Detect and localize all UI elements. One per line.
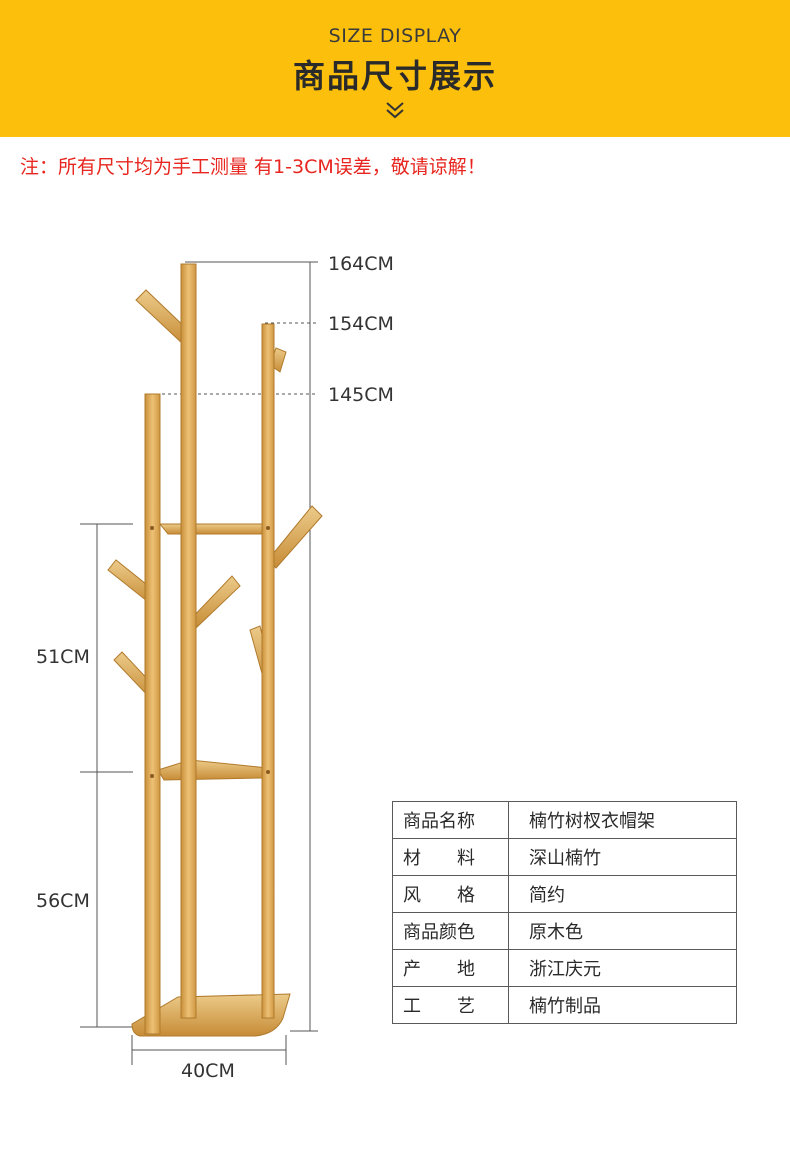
spec-label: 风 格 [392, 875, 509, 913]
upper-shelf [158, 523, 272, 535]
table-row: 材 料 深山楠竹 [392, 838, 737, 876]
rack-post-right [261, 323, 275, 1019]
height-145-label: 145CM [328, 384, 394, 406]
spec-value: 原木色 [508, 912, 737, 950]
banner-subtitle: SIZE DISPLAY [328, 25, 462, 47]
double-chevron-down-icon [386, 102, 404, 119]
lower-shelf [157, 759, 269, 781]
table-row: 商品颜色 原木色 [392, 912, 737, 950]
table-row: 工 艺 楠竹制品 [392, 986, 737, 1024]
spec-label: 材 料 [392, 838, 509, 876]
dimension-lines [80, 261, 318, 1065]
rack-branches [107, 289, 323, 701]
height-51-label: 51CM [36, 646, 90, 668]
spec-label: 工 艺 [392, 986, 509, 1024]
height-154-label: 154CM [328, 313, 394, 335]
spec-value: 楠竹制品 [508, 986, 737, 1024]
coat-rack-illustration [80, 261, 323, 1065]
spec-value: 简约 [508, 875, 737, 913]
rack-post-left [144, 393, 161, 1035]
spec-table: 商品名称 楠竹树杈衣帽架 材 料 深山楠竹 风 格 简约 商品颜色 原木色 产 … [392, 801, 737, 1024]
spec-label: 商品颜色 [392, 912, 509, 950]
spec-value: 浙江庆元 [508, 949, 737, 987]
spec-value: 楠竹树杈衣帽架 [508, 801, 737, 839]
width-40-label: 40CM [181, 1060, 235, 1082]
banner-title: 商品尺寸展示 [292, 57, 497, 95]
header-banner: SIZE DISPLAY 商品尺寸展示 [0, 0, 790, 137]
spec-label: 产 地 [392, 949, 509, 987]
table-row: 产 地 浙江庆元 [392, 949, 737, 987]
rack-post-center [180, 263, 197, 1019]
spec-value: 深山楠竹 [508, 838, 737, 876]
measurement-note: 注：所有尺寸均为手工测量 有1-3CM误差，敬请谅解！ [20, 156, 486, 178]
table-row: 风 格 简约 [392, 875, 737, 913]
rack-base [131, 993, 291, 1037]
table-row: 商品名称 楠竹树杈衣帽架 [392, 801, 737, 839]
height-56-label: 56CM [36, 890, 90, 912]
height-164-label: 164CM [328, 253, 394, 275]
spec-label: 商品名称 [392, 801, 509, 839]
